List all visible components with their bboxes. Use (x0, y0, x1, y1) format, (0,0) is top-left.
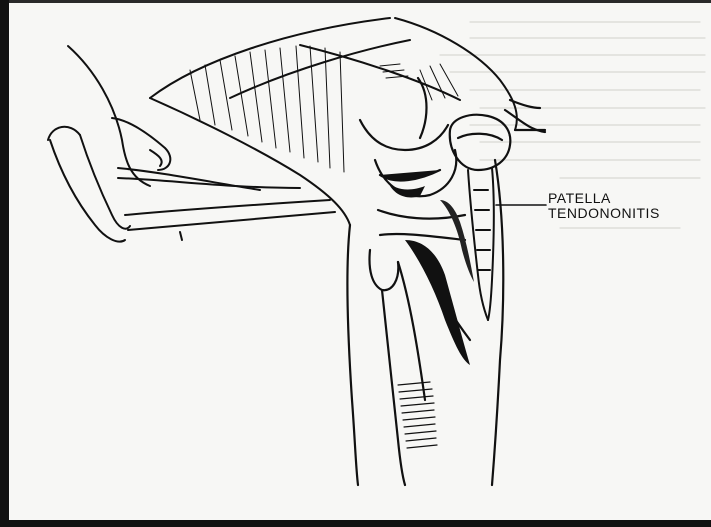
bottom-border (0, 520, 711, 527)
annotation-label-line2: TENDONONITIS (548, 205, 660, 221)
annotation-label-line1: PATELLA (548, 190, 611, 206)
thigh-drawing (150, 18, 517, 225)
shin-hatching (398, 382, 437, 448)
thigh-hatching (190, 46, 458, 172)
patellar-tendon-drawing (468, 168, 494, 320)
femur-joint-drawing (360, 78, 465, 240)
tibia-fibula-drawing (347, 160, 503, 485)
